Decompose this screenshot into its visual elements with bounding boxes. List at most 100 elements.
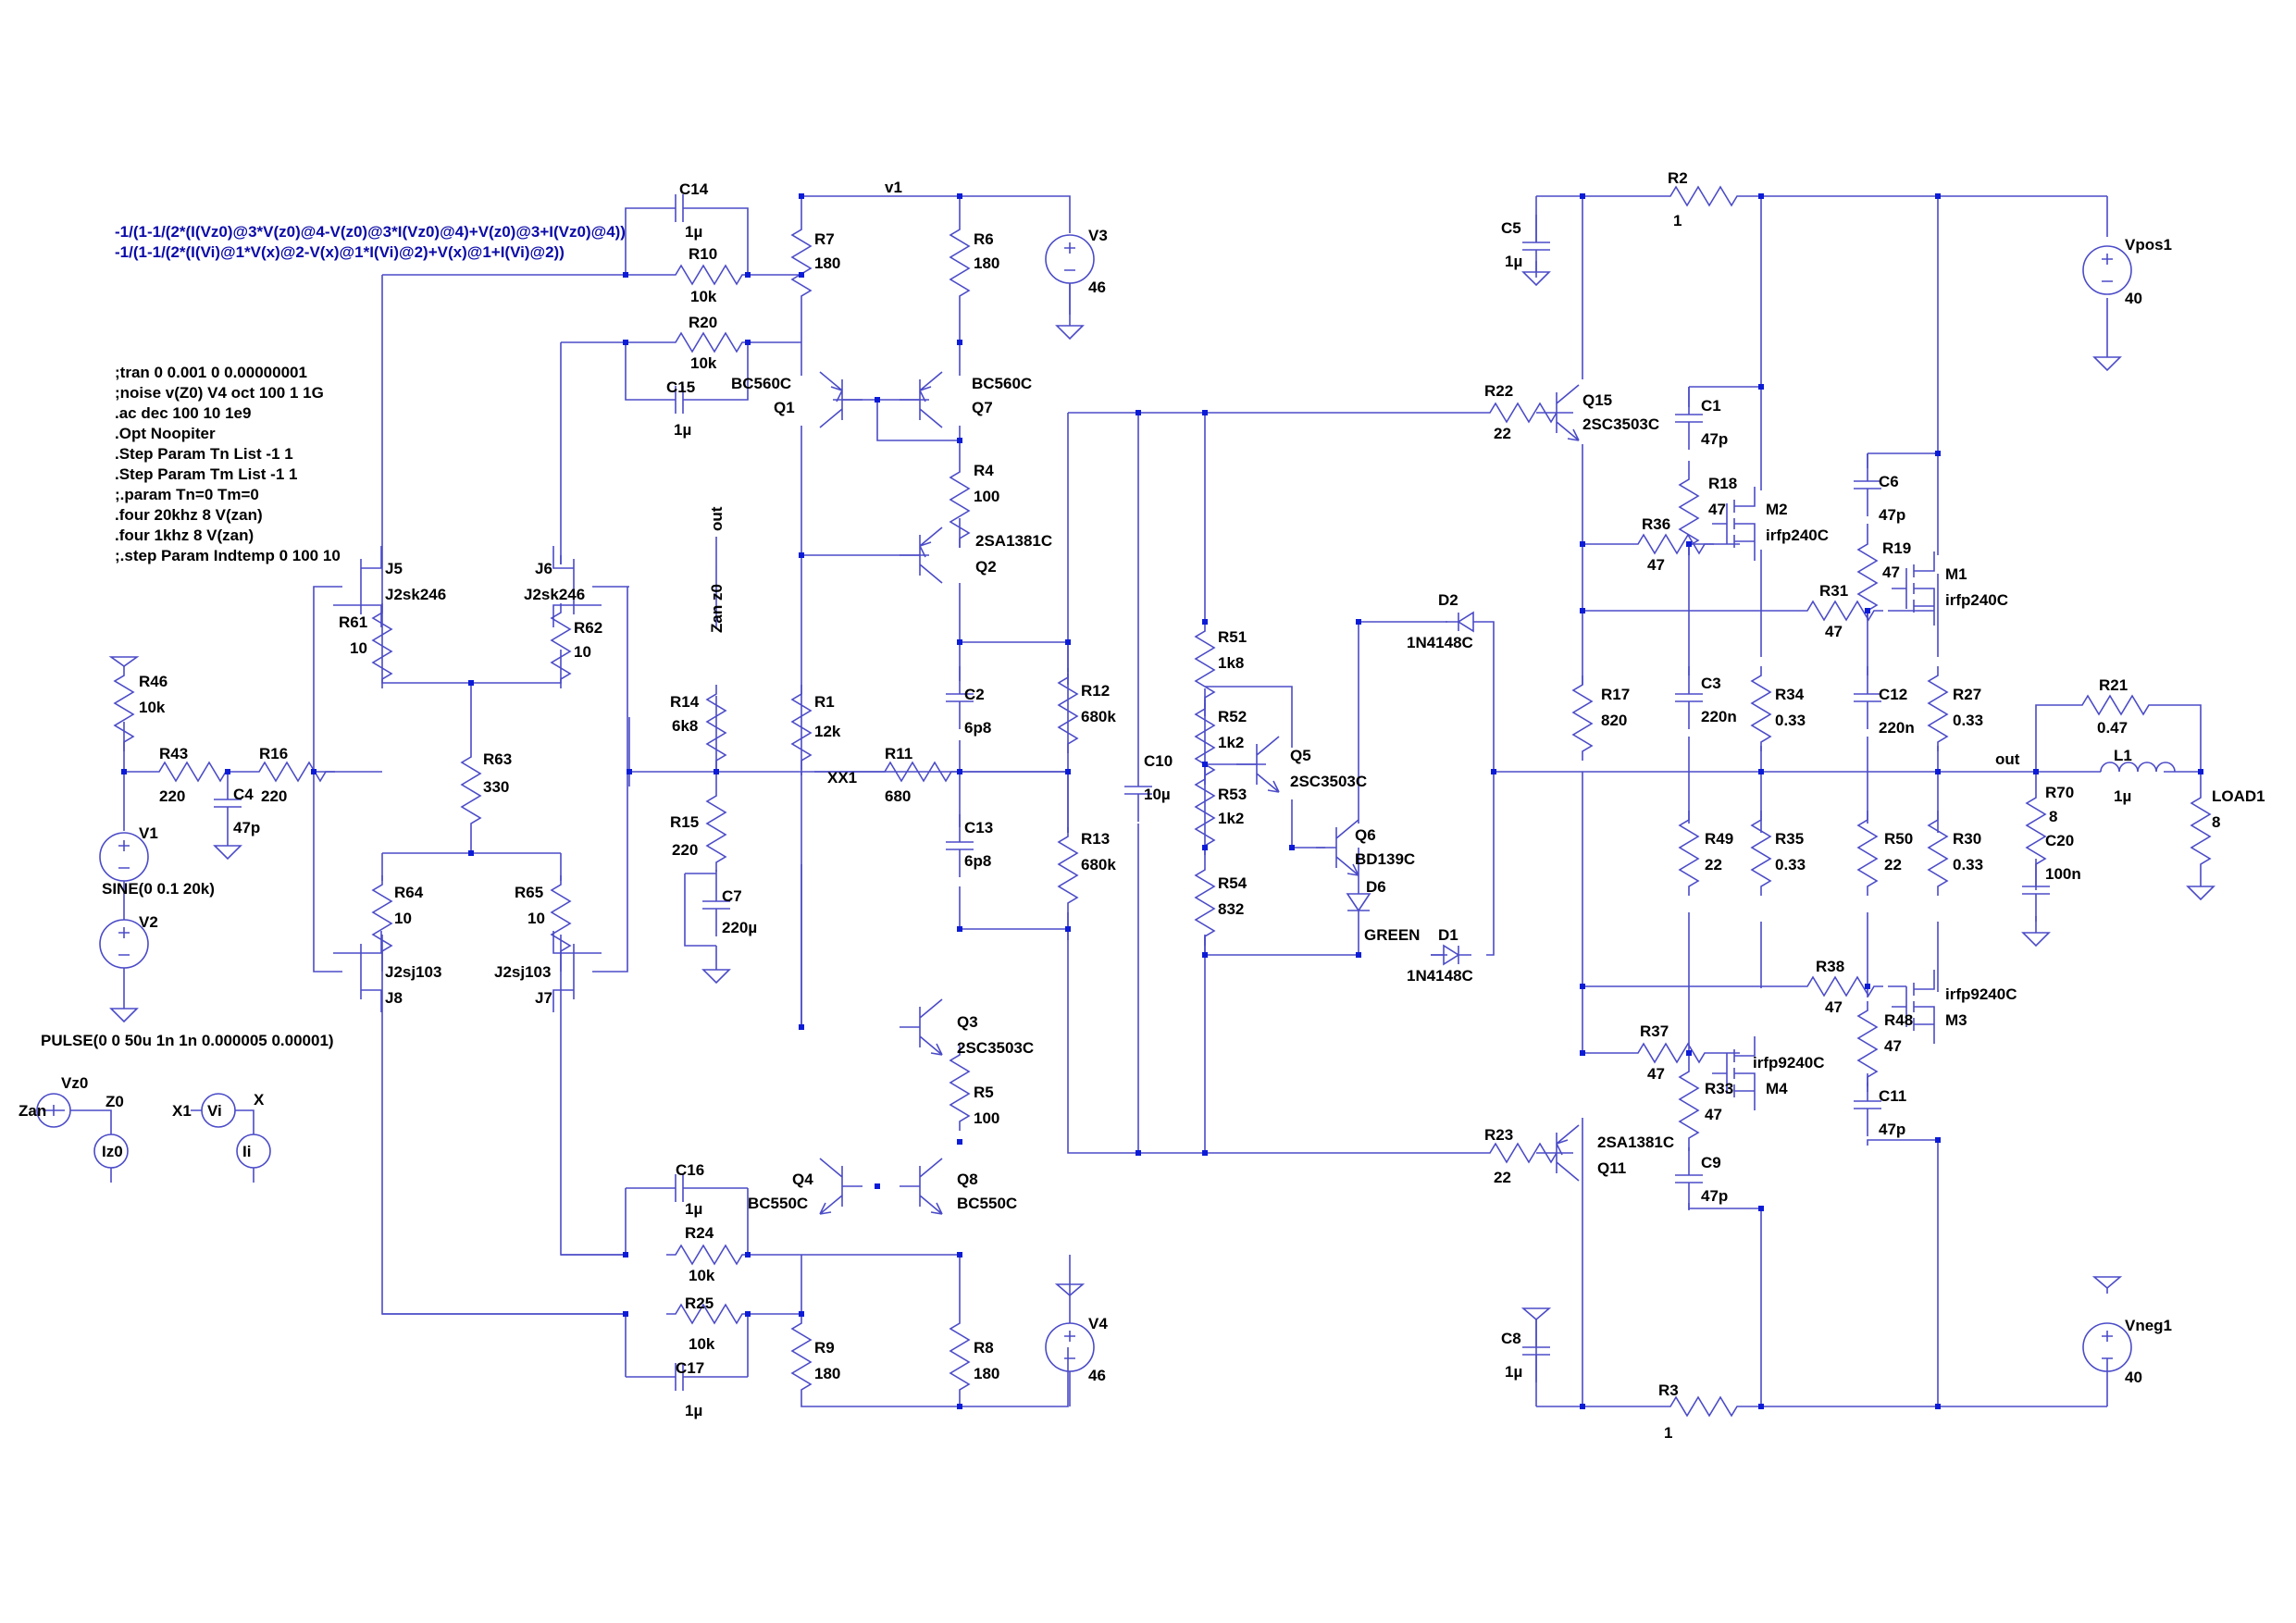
resistor-r3[interactable] <box>1660 1396 1747 1417</box>
label-r25: R25 <box>685 1295 714 1312</box>
label-r2: R2 <box>1668 169 1688 187</box>
value-r33: 47 <box>1705 1106 1722 1123</box>
resistor-r63[interactable] <box>461 747 481 834</box>
resistor-r2[interactable] <box>1660 186 1747 206</box>
resistor-r17[interactable] <box>1572 675 1593 762</box>
value-v3: 46 <box>1088 279 1106 296</box>
spice-line: .Step Param Tm List -1 1 <box>115 465 297 483</box>
resistor-r21[interactable] <box>2072 695 2159 715</box>
value-c7: 220µ <box>722 919 757 936</box>
value-r10: 10k <box>690 288 717 305</box>
source-v3[interactable] <box>1045 234 1095 284</box>
spice-line: ;.param Tn=0 Tm=0 <box>115 486 259 503</box>
model-q1: BC560C <box>731 375 791 392</box>
resistor-r10[interactable] <box>665 265 752 285</box>
transistor-q4[interactable] <box>819 1158 863 1215</box>
resistor-r8[interactable] <box>949 1313 970 1400</box>
spice-line: .four 1khz 8 V(zan) <box>115 527 254 544</box>
capacitor-c11[interactable] <box>1853 1072 1882 1137</box>
resistor-load1[interactable] <box>2191 787 2211 874</box>
resistor-r5[interactable] <box>949 1045 970 1132</box>
value-r34: 0.33 <box>1775 712 1806 729</box>
grounds <box>108 260 2215 1321</box>
value-r14: 6k8 <box>672 717 698 735</box>
led-d6[interactable] <box>1346 877 1371 922</box>
source-v4[interactable] <box>1045 1322 1095 1372</box>
value-c15: 1µ <box>674 421 691 439</box>
net-label-x1: X1 <box>172 1102 192 1120</box>
value-r70: 8 <box>2049 808 2057 825</box>
mosfet-m2[interactable] <box>1711 486 1756 562</box>
label-j8: J8 <box>385 989 403 1007</box>
model-d6: GREEN <box>1364 926 1420 944</box>
value-r51: 1k8 <box>1218 654 1244 672</box>
label-c15: C15 <box>666 378 695 396</box>
label-r62: R62 <box>574 619 602 637</box>
net-label-x: X <box>254 1091 265 1109</box>
diode-d1[interactable] <box>1430 945 1472 965</box>
label-r22: R22 <box>1484 382 1513 400</box>
resistor-r9[interactable] <box>791 1313 812 1400</box>
mosfet-m4[interactable] <box>1711 1035 1756 1111</box>
resistor-r43[interactable] <box>149 762 236 782</box>
label-r3: R3 <box>1658 1381 1679 1399</box>
diode-d2[interactable] <box>1445 612 1487 632</box>
label-r64: R64 <box>394 884 424 901</box>
label-r20: R20 <box>689 314 717 331</box>
resistor-r34[interactable] <box>1751 665 1771 752</box>
label-d2: D2 <box>1438 591 1458 609</box>
resistor-r6[interactable] <box>949 219 970 306</box>
label-c11: C11 <box>1879 1087 1906 1105</box>
spice-line: ;noise v(Z0) V4 oct 100 1 1G <box>115 384 324 402</box>
resistor-r7[interactable] <box>791 219 812 306</box>
value-c16: 1µ <box>685 1200 702 1218</box>
value-r49: 22 <box>1705 856 1722 873</box>
model-q15: 2SC3503C <box>1582 415 1659 433</box>
label-r17: R17 <box>1601 686 1630 703</box>
resistor-r24[interactable] <box>665 1245 752 1265</box>
voltage-sources <box>99 234 2132 1372</box>
model-m1: irfp240C <box>1945 591 2008 609</box>
model-q5: 2SC3503C <box>1290 773 1367 790</box>
label-r21: R21 <box>2099 676 2128 694</box>
resistor-r54[interactable] <box>1195 860 1215 947</box>
transistor-q3[interactable] <box>899 998 943 1056</box>
net-label-out-vertical: out <box>708 506 726 531</box>
capacitor-c14[interactable] <box>647 193 712 223</box>
resistor-r33[interactable] <box>1679 1061 1699 1148</box>
mosfet-m1[interactable] <box>1891 551 1935 626</box>
label-c16: C16 <box>676 1161 704 1179</box>
label-r70: R70 <box>2045 784 2074 801</box>
resistor-r27[interactable] <box>1928 665 1948 752</box>
label-r65: R65 <box>515 884 543 901</box>
value-r7: 180 <box>814 254 840 272</box>
capacitor-c9[interactable] <box>1674 1146 1704 1211</box>
capacitor-c1[interactable] <box>1674 386 1704 451</box>
mosfet-m3[interactable] <box>1891 969 1935 1045</box>
label-r19: R19 <box>1882 539 1911 557</box>
transistor-q8[interactable] <box>899 1158 943 1215</box>
label-c8: C8 <box>1501 1330 1521 1347</box>
net-label-zan: Zan <box>19 1102 46 1120</box>
transistor-q6[interactable] <box>1315 819 1359 876</box>
capacitor-c3[interactable] <box>1674 665 1704 730</box>
label-r35: R35 <box>1775 830 1804 848</box>
resistor-r38[interactable] <box>1797 976 1884 997</box>
resistor-r15[interactable] <box>706 786 726 873</box>
value-r48: 47 <box>1884 1037 1902 1055</box>
value-r2: 1 <box>1673 212 1682 229</box>
capacitor-c12[interactable] <box>1853 665 1882 730</box>
label-r8: R8 <box>974 1339 994 1357</box>
resistor-r37[interactable] <box>1628 1043 1715 1063</box>
resistor-r13[interactable] <box>1058 826 1078 913</box>
value-c13: 6p8 <box>964 852 991 870</box>
resistor-r31[interactable] <box>1797 601 1884 621</box>
capacitor-c6[interactable] <box>1853 452 1882 517</box>
spice-line: .Step Param Tn List -1 1 <box>115 445 293 463</box>
value-r38: 47 <box>1825 998 1843 1016</box>
resistor-r20[interactable] <box>665 332 752 353</box>
label-q7: Q7 <box>972 399 993 416</box>
label-r9: R9 <box>814 1339 835 1357</box>
component-labels: R7 180 R6 180 R10 10k R20 10k R4 100 R61… <box>41 169 2265 1442</box>
inductor-l1[interactable] <box>2100 762 2176 773</box>
